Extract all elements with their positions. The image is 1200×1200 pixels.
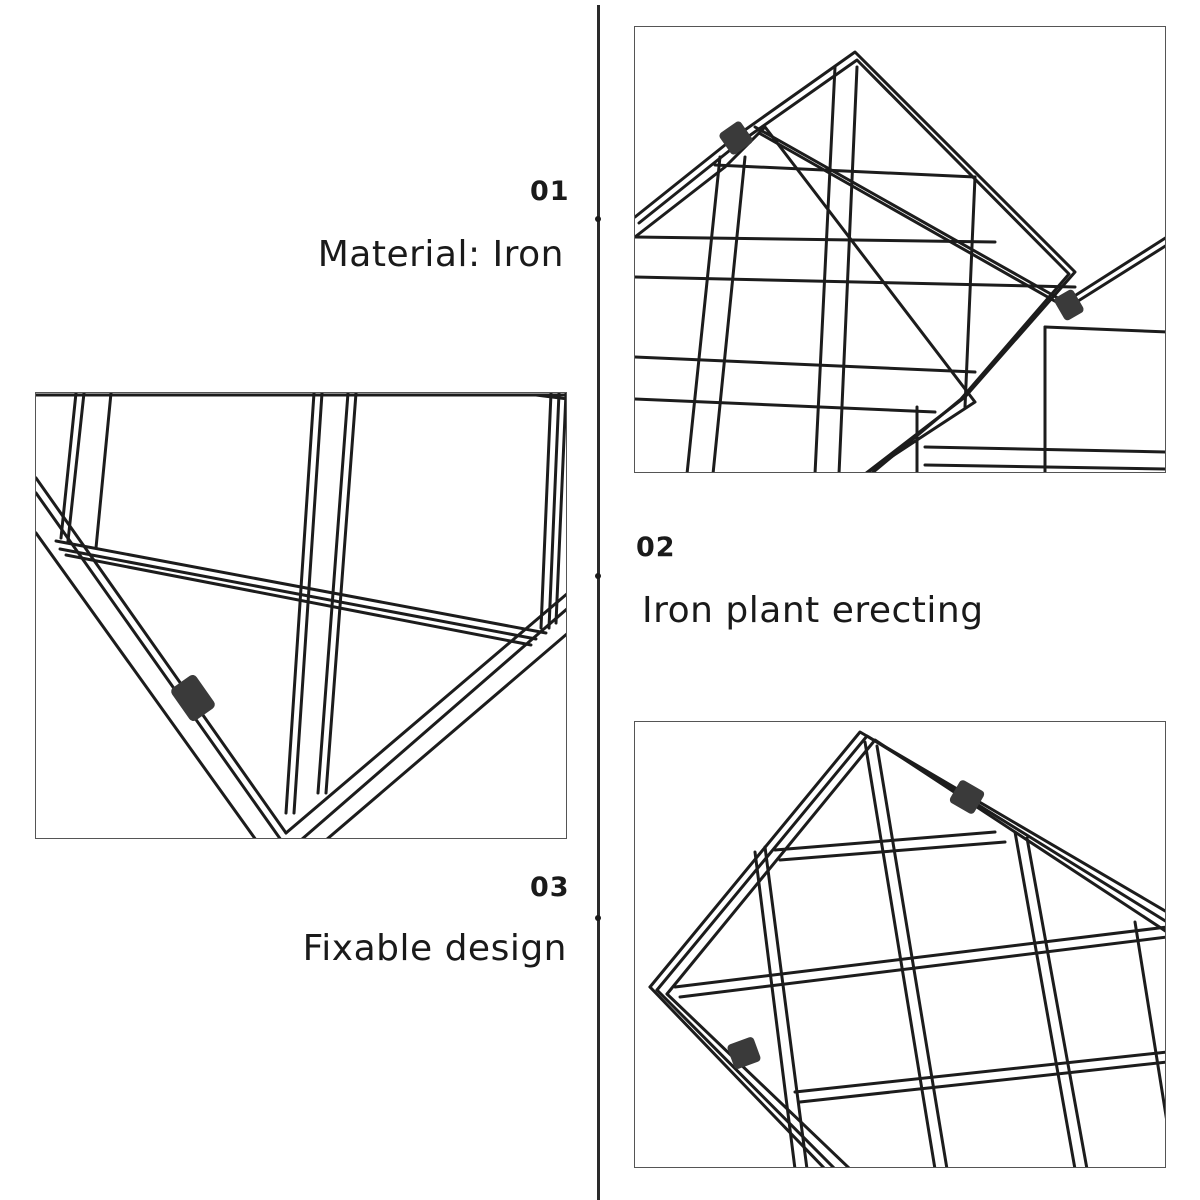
feature-02-caption: Iron plant erecting bbox=[642, 590, 984, 631]
feature-01-number: 01 bbox=[530, 176, 570, 207]
center-divider bbox=[597, 5, 600, 1200]
feature-01-dot bbox=[595, 216, 601, 222]
feature-02-number: 02 bbox=[636, 532, 676, 563]
feature-02-dot bbox=[595, 573, 601, 579]
product-photo-02 bbox=[35, 392, 567, 839]
feature-01-caption: Material: Iron bbox=[317, 234, 564, 275]
product-photo-01 bbox=[634, 26, 1166, 473]
feature-03-dot bbox=[595, 915, 601, 921]
product-photo-03 bbox=[634, 721, 1166, 1168]
feature-03-number: 03 bbox=[530, 872, 570, 903]
feature-03-caption: Fixable design bbox=[302, 928, 567, 969]
